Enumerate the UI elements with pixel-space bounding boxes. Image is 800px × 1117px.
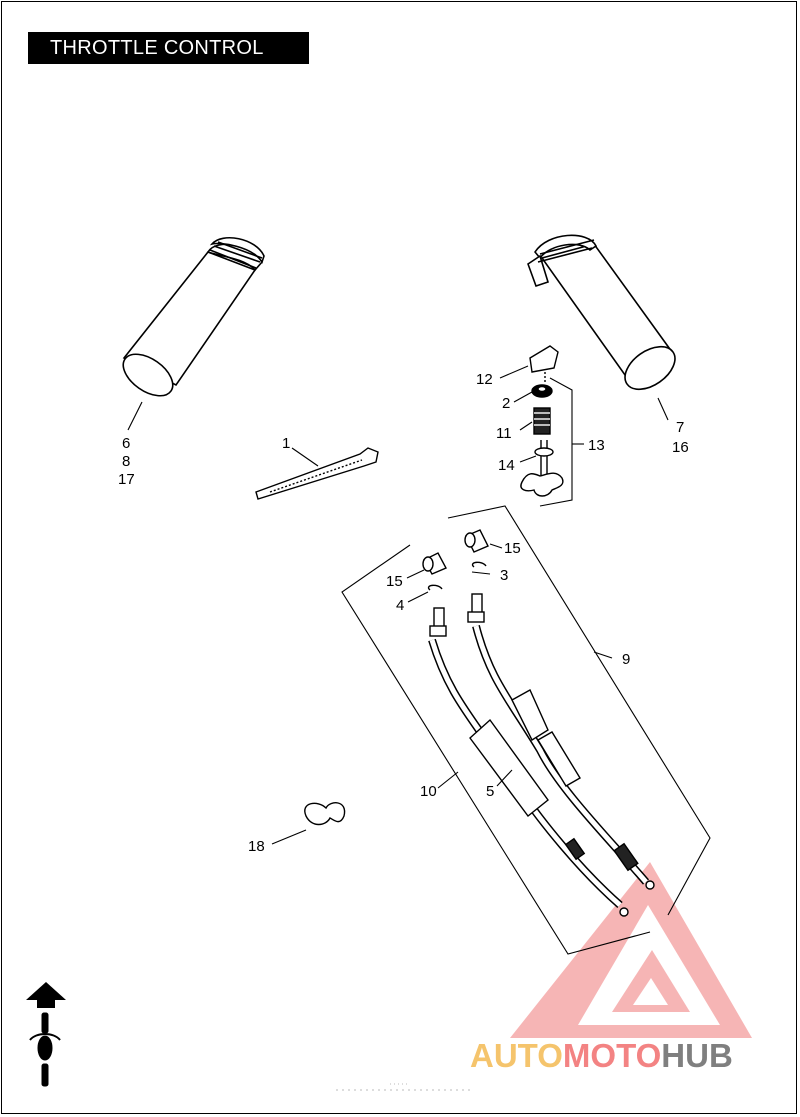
watermark-moto: MOTO	[563, 1037, 661, 1074]
watermark-logo	[510, 862, 752, 1038]
callout-6: 6	[122, 435, 130, 452]
callout-17: 17	[118, 471, 135, 488]
bracket-13	[539, 377, 584, 507]
svg-text:AUTOMOTOHUB: AUTOMOTOHUB	[470, 1037, 733, 1074]
callout-9: 9	[622, 651, 630, 668]
watermark-auto: AUTO	[470, 1037, 563, 1074]
callout-18: 18	[248, 838, 265, 855]
bracket-9-10	[341, 505, 711, 955]
callout-1: 1	[282, 435, 290, 452]
cable-strap	[255, 447, 379, 500]
callout-11: 11	[496, 425, 512, 442]
watermark-hub: HUB	[661, 1037, 733, 1074]
throttle-cable	[428, 607, 629, 917]
callout-2: 2	[502, 395, 510, 412]
callout-10: 10	[420, 783, 437, 800]
callout-5: 5	[486, 783, 494, 800]
front-direction-arrow-icon	[26, 982, 66, 1008]
idle-cable	[467, 593, 655, 890]
right-grip	[527, 234, 676, 391]
callout-8: 8	[122, 453, 130, 470]
callout-16: 16	[672, 439, 689, 456]
callout-4: 4	[396, 597, 404, 614]
friction-parts	[520, 345, 564, 497]
callout-15-upper: 15	[504, 540, 521, 557]
callout-labels: 1 2 3 4 5 6 7 8 9 10 11 12 13 14 15 15 1…	[118, 371, 689, 855]
watermark-text: AUTOMOTOHUB	[470, 1037, 733, 1074]
motorcycle-top-view-icon	[29, 1012, 61, 1087]
leader-lines	[127, 365, 669, 845]
page-title: THROTTLE CONTROL	[28, 32, 309, 64]
footer-marks	[336, 1083, 470, 1091]
cable-clip	[304, 802, 346, 826]
ferrules-clips	[422, 529, 489, 591]
callout-7: 7	[676, 419, 684, 436]
callout-3: 3	[500, 567, 508, 584]
callout-15-lower: 15	[386, 573, 403, 590]
callout-14: 14	[498, 457, 515, 474]
callout-13: 13	[588, 437, 605, 454]
left-grip	[122, 236, 265, 397]
callout-12: 12	[476, 371, 493, 388]
